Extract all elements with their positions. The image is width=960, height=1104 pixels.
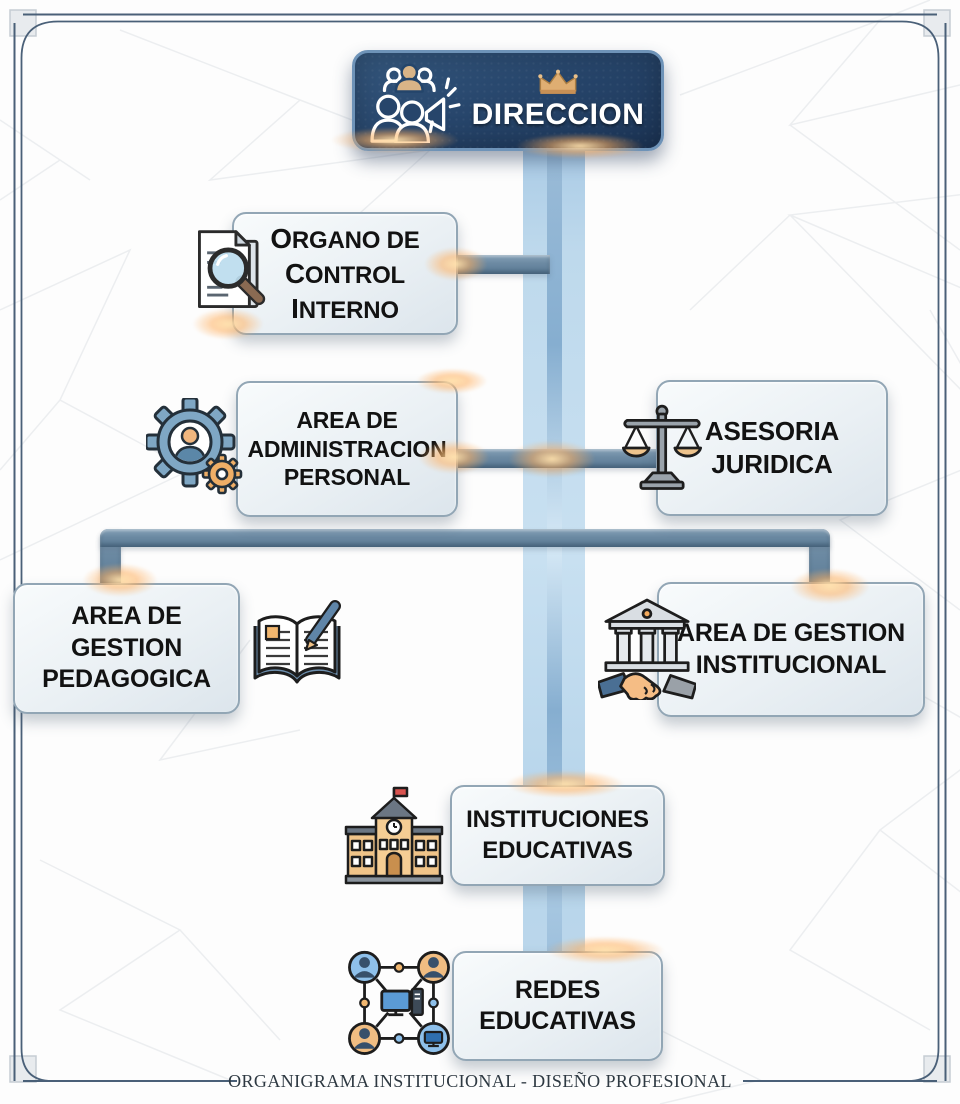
document-magnifier-icon (186, 222, 282, 322)
node-instituciones-educativas: INSTITUCIONES EDUCATIVAS (450, 785, 665, 886)
node-label-line: EDUCATIVAS (482, 836, 633, 864)
crown-icon (535, 69, 581, 96)
node-redes-educativas: REDES EDUCATIVAS (452, 951, 663, 1061)
footer-caption: ORGANIGRAMA INSTITUCIONAL - DISEÑO PROFE… (228, 1071, 732, 1091)
node-label-line: AREA DE GESTION (676, 619, 906, 647)
node-label-line: INSTITUCIONES (466, 806, 649, 834)
people-network-icon (345, 948, 453, 1060)
node-direccion-label: DIRECCION (471, 98, 645, 131)
node-label-line: EDUCATIVAS (479, 1007, 636, 1035)
node-direccion: DIRECCION (352, 50, 664, 151)
node-gestion-pedagogica: AREA DE GESTION PEDAGOGICA (13, 583, 240, 714)
node-label-line: PEDAGOGICA (42, 665, 211, 694)
node-label-line: AREA DE (296, 406, 398, 433)
node-label-line: ASESORIA (704, 416, 840, 447)
bank-handshake-icon (598, 596, 696, 700)
node-label-line: INSTITUCIONAL (695, 650, 887, 679)
school-building-icon (342, 786, 446, 886)
node-label-line: REDES (514, 975, 601, 1004)
connector-horizontal-bar (100, 529, 830, 547)
node-label-line: AREA DE GESTION (70, 602, 183, 662)
node-administracion-personal: AREA DE ADMINISTRACION PERSONAL (236, 381, 458, 517)
node-gestion-institucional: AREA DE GESTION INSTITUCIONAL (657, 582, 925, 717)
node-label-line: PERSONAL (283, 464, 411, 491)
node-label-line: CONTROL (284, 257, 406, 289)
node-label-line: ADMINISTRACION (247, 435, 447, 462)
node-label-line: JURIDICA (711, 449, 833, 479)
main-vertical-connector (523, 144, 585, 1057)
people-megaphone-icon (365, 59, 465, 143)
node-label-line: INTERNO (291, 293, 399, 325)
gears-person-icon (146, 398, 246, 498)
node-label-line: ORGANO DE (270, 222, 420, 254)
open-book-pen-icon (244, 596, 350, 696)
connector-organo (450, 255, 550, 274)
justice-scales-icon (616, 400, 708, 496)
